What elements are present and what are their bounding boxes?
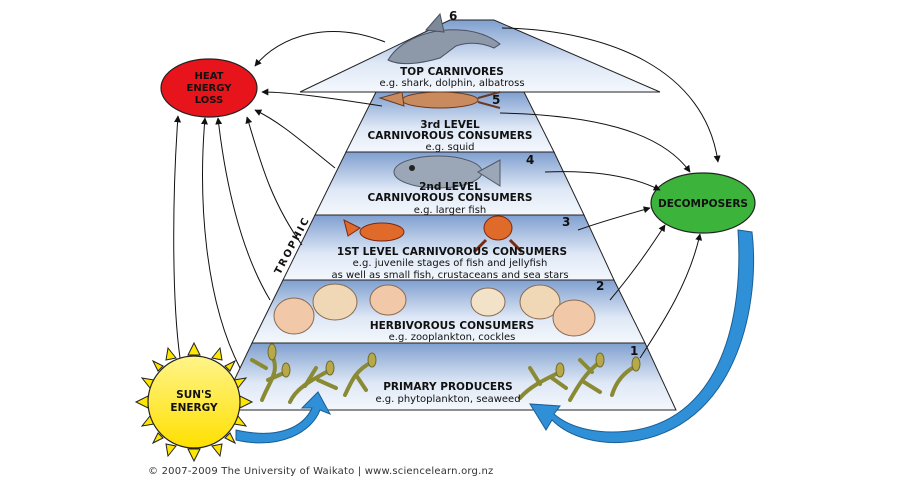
heat-loss-line2: ENERGY [187,83,233,94]
label-2nd-level-line2: CARNIVOROUS CONSUMERS [367,192,532,204]
sun-node: SUN'S ENERGY [134,341,254,463]
level-numbers: 6 5 4 3 2 1 [449,9,638,358]
heat-loss-line1: HEAT [195,71,224,82]
arrow-1st-to-decomp [577,206,651,231]
arrow-1st-to-heat [245,116,303,246]
arrow-2nd-to-decomp [544,171,661,191]
arrow-2nd-to-heat [254,109,336,169]
heat-loss-line3: LOSS [195,95,223,106]
example-primary-producers: e.g. phytoplankton, seaweed [375,394,520,405]
crustaceans-illustration [343,215,524,254]
label-3rd-level-line2: CARNIVOROUS CONSUMERS [367,130,532,142]
arrow-herb-to-heat [215,117,271,301]
level-number-5: 5 [492,93,500,107]
level-number-6: 6 [449,9,457,23]
dolphin-illustration [387,12,501,65]
shells-illustration [273,283,596,337]
label-3rd-level-line1: 3rd LEVEL [420,119,480,131]
level-labels: TOP CARNIVORES e.g. shark, dolphin, alba… [331,66,568,405]
example-herbivorous: e.g. zooplankton, cockles [389,332,516,343]
example-1st-level-line1: e.g. juvenile stages of fish and jellyfi… [353,258,548,269]
label-top-carnivores: TOP CARNIVORES [400,66,504,78]
heat-loss-arrows [173,31,386,369]
seaweed-fill [267,343,641,378]
blue-energy-arrows [235,229,755,444]
level-number-2: 2 [596,279,604,293]
decomposers-node: DECOMPOSERS [650,172,756,234]
arrow-herb-to-decomp [609,224,666,301]
label-primary-producers: PRIMARY PRODUCERS [383,381,513,393]
decomposers-label: DECOMPOSERS [658,198,748,210]
arrow-top-to-decomp [501,27,721,163]
pyramid-band-top [299,19,661,93]
arrow-3rd-to-decomp [499,112,691,173]
sun-to-producers-arrow [235,391,332,444]
label-2nd-level-line1: 2nd LEVEL [419,181,481,193]
example-2nd-level: e.g. larger fish [414,205,487,216]
example-3rd-level: e.g. squid [425,142,474,153]
decomposer-arrows [499,27,721,359]
arrow-primary-to-decomp [639,233,703,359]
arrow-primary-to-heat [200,117,241,369]
copyright-footer: © 2007-2009 The University of Waikato | … [148,466,494,477]
arrow-sun-to-heat [173,115,182,359]
decomposers-to-producers-arrow [529,229,755,444]
label-herbivorous: HERBIVOROUS CONSUMERS [370,320,534,332]
arrow-top-to-heat [254,31,386,67]
label-1st-level: 1ST LEVEL CARNIVOROUS CONSUMERS [337,246,567,258]
arrow-3rd-to-heat [261,88,383,107]
heat-energy-loss-node: HEAT ENERGY LOSS [160,58,258,118]
pyramid [219,19,677,411]
example-1st-level-line2: as well as small fish, crustaceans and s… [331,270,568,281]
squid-illustration [378,91,501,109]
level-number-3: 3 [562,215,570,229]
fish-illustration [393,155,501,189]
level-number-1: 1 [630,344,638,358]
level-number-4: 4 [526,153,534,167]
sun-line1: SUN'S [176,389,212,401]
sun-line2: ENERGY [170,402,218,414]
example-top-carnivores: e.g. shark, dolphin, albatross [379,78,524,89]
